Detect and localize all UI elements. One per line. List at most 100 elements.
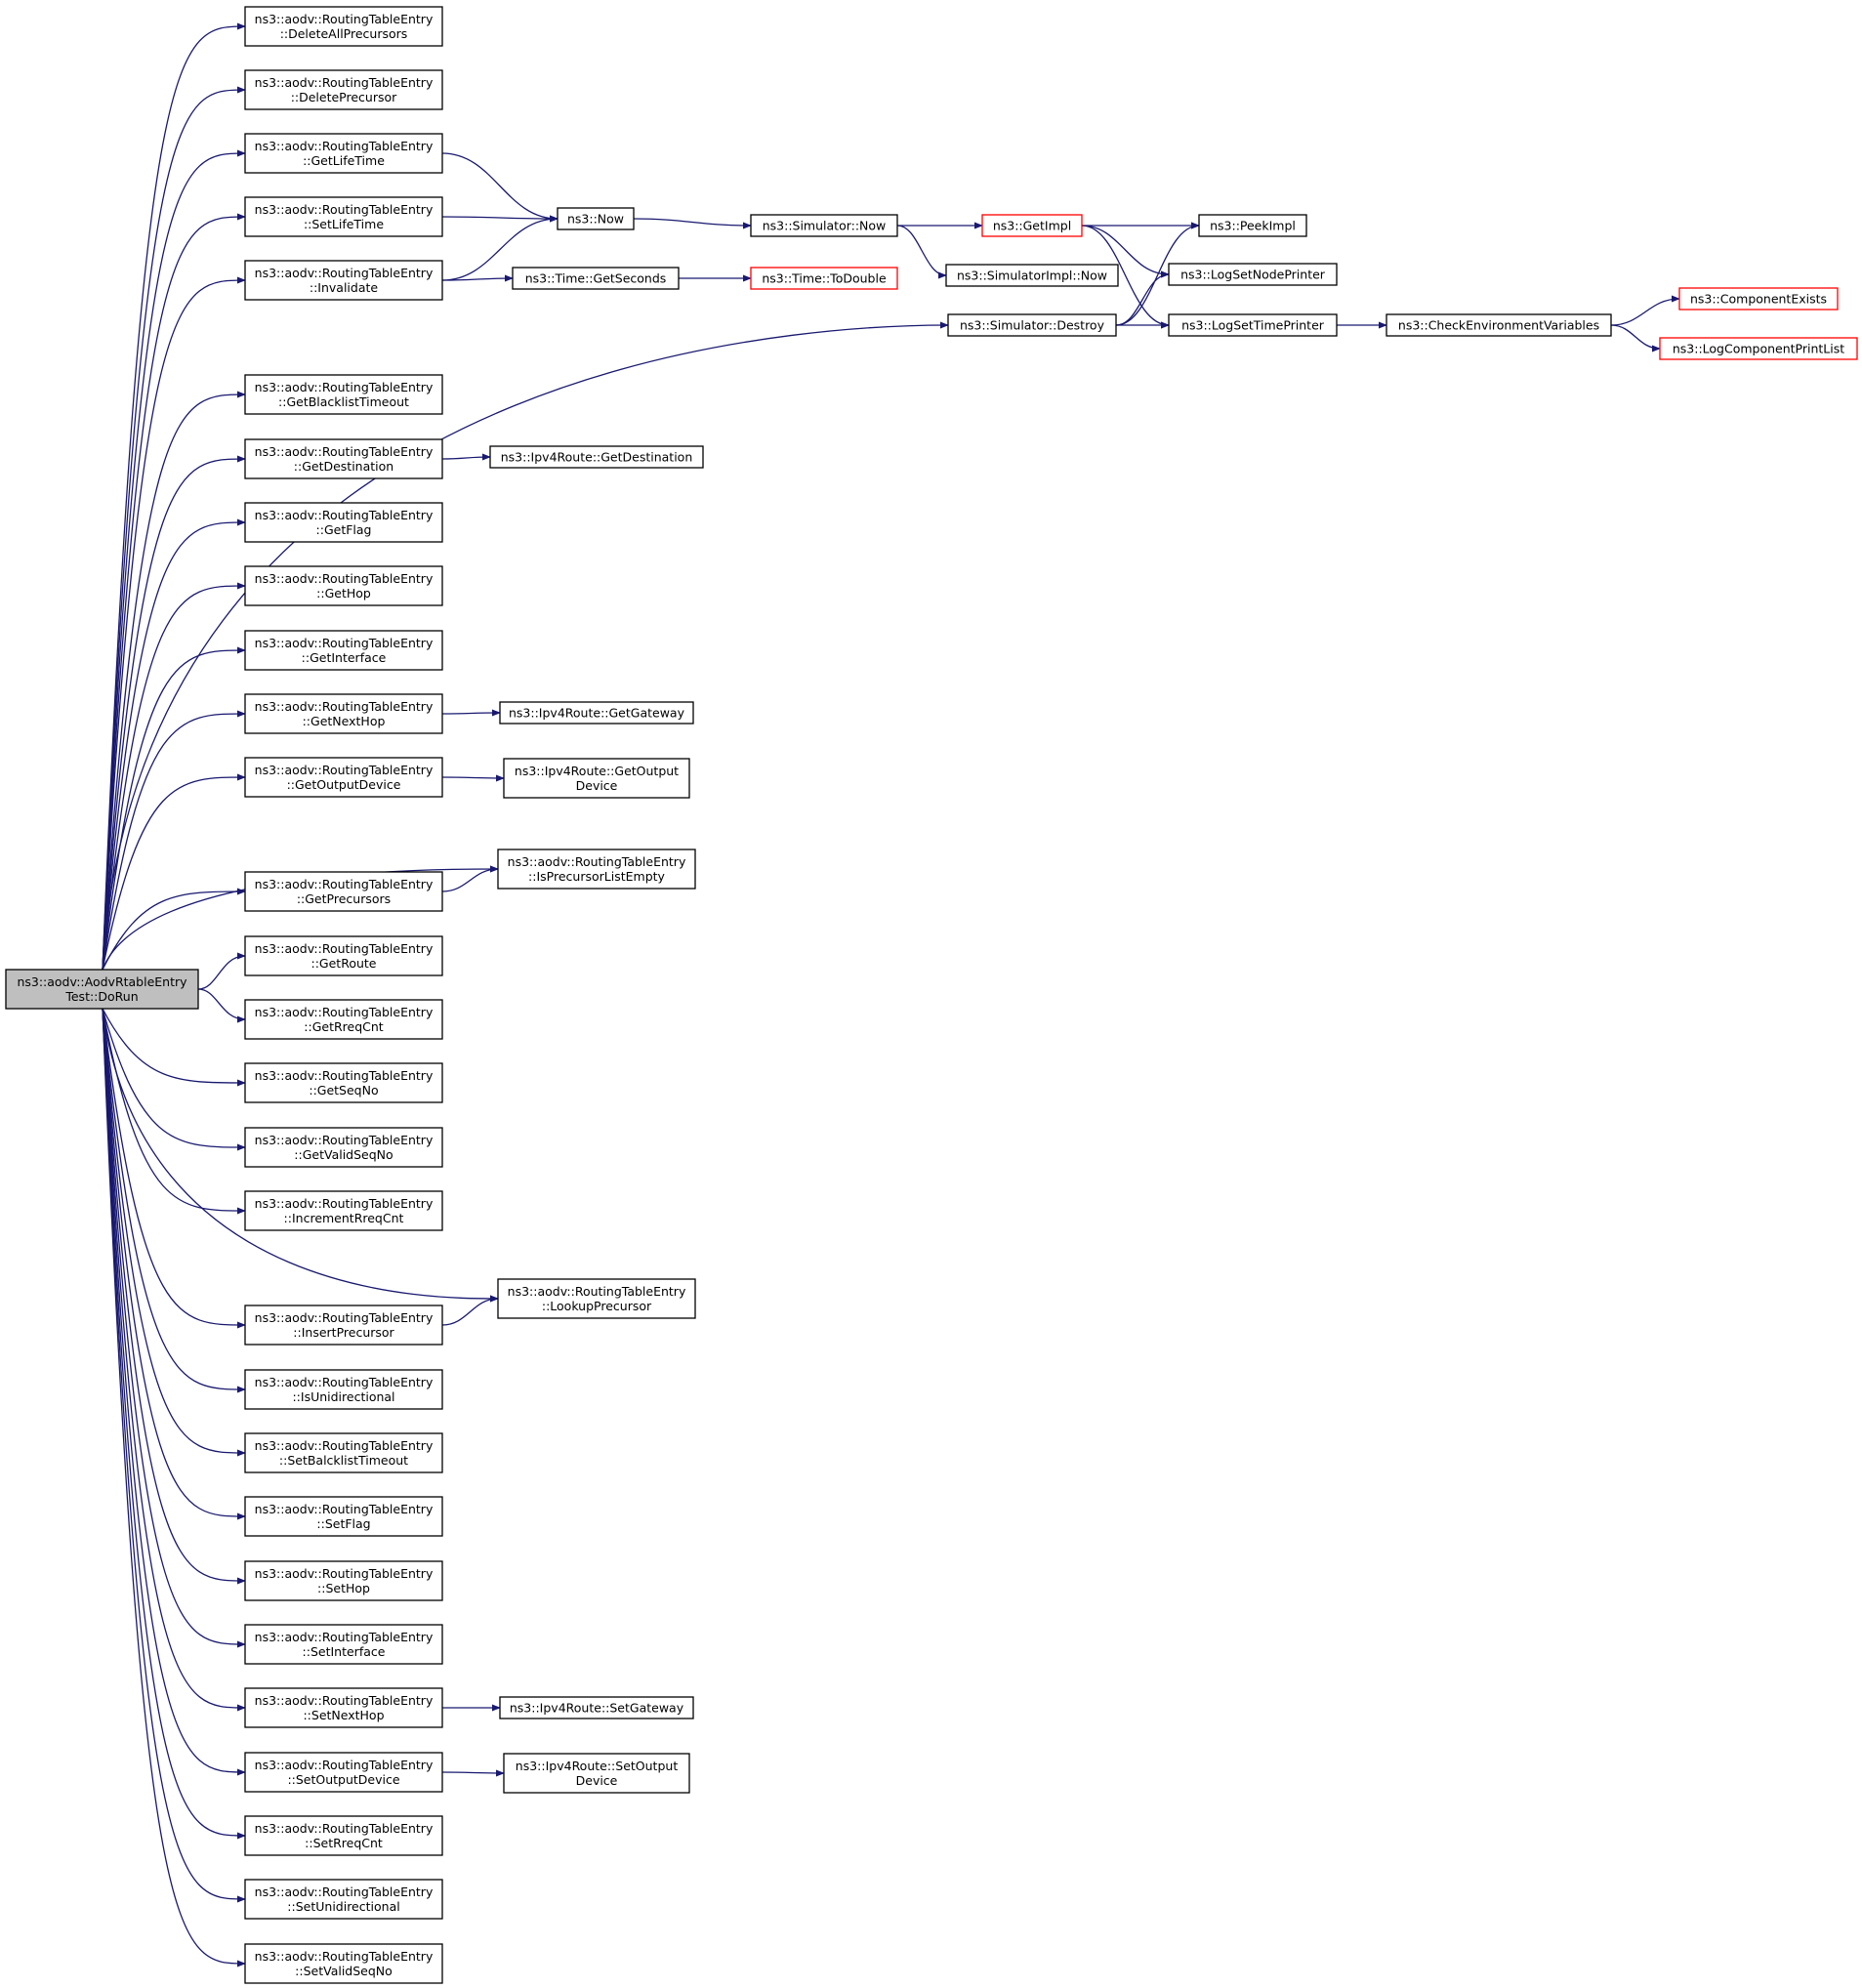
edge-n19-to-lookupprec <box>441 1295 499 1326</box>
node-n22[interactable]: ns3::aodv::RoutingTableEntry::SetFlag <box>244 1496 443 1537</box>
node-n3[interactable]: ns3::aodv::RoutingTableEntry::GetLifeTim… <box>244 133 443 174</box>
node-label: ::GetBlacklistTimeout <box>278 394 409 409</box>
node-n12[interactable]: ns3::aodv::RoutingTableEntry::GetOutputD… <box>244 757 443 798</box>
node-n27[interactable]: ns3::aodv::RoutingTableEntry::SetRreqCnt <box>244 1815 443 1856</box>
node-n25[interactable]: ns3::aodv::RoutingTableEntry::SetNextHop <box>244 1687 443 1728</box>
edge-n26-to-ipv4setout <box>441 1769 505 1777</box>
edge-root-to-n13 <box>102 888 246 971</box>
node-box <box>1659 337 1858 360</box>
node-box <box>244 565 443 606</box>
node-label: ns3::aodv::RoutingTableEntry <box>255 1693 434 1708</box>
node-label: ns3::aodv::RoutingTableEntry <box>255 877 434 891</box>
node-peekimpl[interactable]: ns3::PeekImpl <box>1198 214 1307 237</box>
node-destroy[interactable]: ns3::Simulator::Destroy <box>947 313 1117 337</box>
node-n10[interactable]: ns3::aodv::RoutingTableEntry::GetInterfa… <box>244 630 443 671</box>
node-box <box>750 214 898 237</box>
node-getseconds[interactable]: ns3::Time::GetSeconds <box>512 267 680 290</box>
node-logprint[interactable]: ns3::LogComponentPrintList <box>1659 337 1858 360</box>
node-label: ::SetNextHop <box>303 1708 384 1722</box>
node-n28[interactable]: ns3::aodv::RoutingTableEntry::SetUnidire… <box>244 1879 443 1920</box>
node-todouble[interactable]: ns3::Time::ToDouble <box>750 267 898 290</box>
node-n11[interactable]: ns3::aodv::RoutingTableEntry::GetNextHop <box>244 693 443 734</box>
edge-root-to-n25 <box>102 1008 246 1712</box>
node-n16[interactable]: ns3::aodv::RoutingTableEntry::GetSeqNo <box>244 1062 443 1103</box>
edge-n13-to-isprecempty <box>441 865 499 892</box>
node-box <box>244 1624 443 1665</box>
node-label: ::GetValidSeqNo <box>294 1147 393 1162</box>
node-n20[interactable]: ns3::aodv::RoutingTableEntry::IsUnidirec… <box>244 1369 443 1410</box>
node-label: ns3::Ipv4Route::GetDestination <box>501 450 693 465</box>
edge-destroy-to-peekimpl <box>1115 222 1200 326</box>
edge-n12-to-ipv4getout <box>441 774 505 782</box>
node-n21[interactable]: ns3::aodv::RoutingTableEntry::SetBalckli… <box>244 1432 443 1473</box>
node-box <box>1678 287 1839 311</box>
node-n26[interactable]: ns3::aodv::RoutingTableEntry::SetOutputD… <box>244 1752 443 1793</box>
node-label: ns3::CheckEnvironmentVariables <box>1398 318 1599 333</box>
node-label: ns3::aodv::RoutingTableEntry <box>255 1502 434 1516</box>
node-label: ns3::aodv::RoutingTableEntry <box>255 508 434 522</box>
node-ipv4getgw[interactable]: ns3::Ipv4Route::GetGateway <box>499 701 694 725</box>
node-box <box>499 1696 694 1719</box>
node-label: ns3::Time::ToDouble <box>762 271 887 286</box>
node-label: ::InsertPrecursor <box>293 1325 394 1340</box>
node-n23[interactable]: ns3::aodv::RoutingTableEntry::SetHop <box>244 1560 443 1601</box>
node-label: ::GetRoute <box>311 956 377 971</box>
node-simnow[interactable]: ns3::Simulator::Now <box>750 214 898 237</box>
node-n24[interactable]: ns3::aodv::RoutingTableEntry::SetInterfa… <box>244 1624 443 1665</box>
node-n6[interactable]: ns3::aodv::RoutingTableEntry::GetBlackli… <box>244 374 443 415</box>
node-lognode[interactable]: ns3::LogSetNodePrinter <box>1168 263 1338 286</box>
node-simimplnow[interactable]: ns3::SimulatorImpl::Now <box>945 264 1119 287</box>
node-box <box>244 1127 443 1168</box>
node-label: ns3::aodv::RoutingTableEntry <box>255 571 434 586</box>
node-label: ns3::aodv::RoutingTableEntry <box>255 444 434 459</box>
node-label: ns3::aodv::RoutingTableEntry <box>255 75 434 90</box>
node-box <box>244 374 443 415</box>
node-ipv4getdest[interactable]: ns3::Ipv4Route::GetDestination <box>489 445 704 469</box>
node-box <box>244 1062 443 1103</box>
node-box <box>244 1943 443 1984</box>
node-n4[interactable]: ns3::aodv::RoutingTableEntry::SetLifeTim… <box>244 196 443 237</box>
node-n15[interactable]: ns3::aodv::RoutingTableEntry::GetRreqCnt <box>244 999 443 1040</box>
node-n1[interactable]: ns3::aodv::RoutingTableEntry::DeleteAllP… <box>244 6 443 47</box>
node-n18[interactable]: ns3::aodv::RoutingTableEntry::IncrementR… <box>244 1190 443 1231</box>
node-label: ::IncrementRreqCnt <box>284 1211 404 1225</box>
node-n7[interactable]: ns3::aodv::RoutingTableEntry::GetDestina… <box>244 438 443 479</box>
node-lookupprec[interactable]: ns3::aodv::RoutingTableEntry::LookupPrec… <box>497 1278 696 1319</box>
node-box <box>503 1753 690 1794</box>
node-n5[interactable]: ns3::aodv::RoutingTableEntry::Invalidate <box>244 260 443 301</box>
node-n9[interactable]: ns3::aodv::RoutingTableEntry::GetHop <box>244 565 443 606</box>
node-box <box>244 502 443 543</box>
edge-n5-to-now <box>441 215 559 281</box>
node-ipv4setgw[interactable]: ns3::Ipv4Route::SetGateway <box>499 1696 694 1719</box>
node-logtime[interactable]: ns3::LogSetTimePrinter <box>1168 313 1338 337</box>
node-box <box>244 871 443 912</box>
edge-n7-to-ipv4getdest <box>441 453 491 461</box>
node-label: ::SetLifeTime <box>304 217 384 231</box>
node-label: ns3::aodv::RoutingTableEntry <box>255 1438 434 1453</box>
node-n29[interactable]: ns3::aodv::RoutingTableEntry::SetValidSe… <box>244 1943 443 1984</box>
node-label: ns3::aodv::RoutingTableEntry <box>255 1133 434 1147</box>
node-n17[interactable]: ns3::aodv::RoutingTableEntry::GetValidSe… <box>244 1127 443 1168</box>
node-ipv4getout[interactable]: ns3::Ipv4Route::GetOutputDevice <box>503 758 690 799</box>
node-label: ns3::Ipv4Route::GetOutput <box>515 764 679 778</box>
node-n13[interactable]: ns3::aodv::RoutingTableEntry::GetPrecurs… <box>244 871 443 912</box>
node-label: ::DeleteAllPrecursors <box>280 26 408 41</box>
node-box <box>244 1752 443 1793</box>
node-n14[interactable]: ns3::aodv::RoutingTableEntry::GetRoute <box>244 935 443 976</box>
node-checkenv[interactable]: ns3::CheckEnvironmentVariables <box>1386 313 1612 337</box>
node-box <box>244 1190 443 1231</box>
node-n2[interactable]: ns3::aodv::RoutingTableEntry::DeletePrec… <box>244 69 443 110</box>
node-label: ns3::LogSetNodePrinter <box>1180 268 1326 282</box>
edge-root-to-n3 <box>102 149 246 971</box>
node-label: ::GetSeqNo <box>309 1083 378 1098</box>
node-now[interactable]: ns3::Now <box>557 207 635 230</box>
node-n19[interactable]: ns3::aodv::RoutingTableEntry::InsertPrec… <box>244 1305 443 1346</box>
node-n8[interactable]: ns3::aodv::RoutingTableEntry::GetFlag <box>244 502 443 543</box>
node-compexists[interactable]: ns3::ComponentExists <box>1678 287 1839 311</box>
node-ipv4setout[interactable]: ns3::Ipv4Route::SetOutputDevice <box>503 1753 690 1794</box>
node-getimpl[interactable]: ns3::GetImpl <box>981 214 1083 237</box>
node-isprecempty[interactable]: ns3::aodv::RoutingTableEntry::IsPrecurso… <box>497 849 696 890</box>
node-label: ::GetFlag <box>316 522 372 537</box>
